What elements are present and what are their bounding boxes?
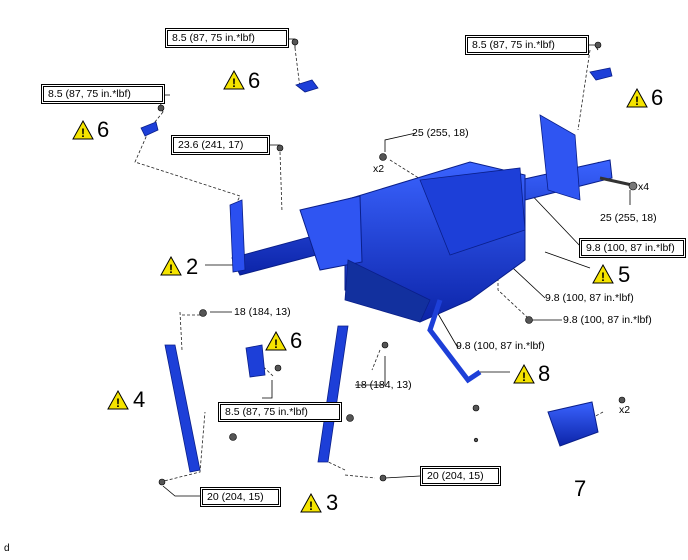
quantity-label: x2	[619, 404, 631, 416]
brackets	[140, 67, 613, 378]
callout-number: 8	[538, 361, 551, 386]
warning-triangle-icon: !	[107, 390, 129, 410]
warning-triangle-icon: !	[513, 364, 535, 384]
torque-spec-text: 18 (184, 13)	[355, 379, 412, 391]
torque-spec-label: 20 (204, 15)	[420, 466, 501, 486]
callout-number: 6	[97, 117, 110, 142]
callout-number: 4	[133, 387, 146, 412]
torque-spec-label: 23.6 (241, 17)	[171, 135, 270, 155]
warning-triangle-icon: !	[300, 493, 322, 513]
control-module	[547, 401, 599, 447]
quantity-label: x2	[373, 163, 385, 175]
warning-triangle-icon: !	[626, 88, 648, 108]
svg-text:!: !	[116, 396, 120, 410]
quantity-label: x4	[638, 181, 650, 193]
warning-triangle-icon: !	[72, 120, 94, 140]
svg-text:!: !	[601, 270, 605, 284]
callout-number: 3	[326, 490, 339, 515]
fasteners	[157, 38, 626, 486]
torque-spec-text: 9.8 (100, 87 in.*lbf)	[456, 340, 545, 352]
callout-number: 7	[574, 476, 587, 501]
torque-spec-label: 8.5 (87, 75 in.*lbf)	[165, 28, 289, 48]
svg-text:!: !	[635, 94, 639, 108]
torque-spec-label: 8.5 (87, 75 in.*lbf)	[465, 35, 589, 55]
svg-text:!: !	[81, 126, 85, 140]
svg-text:!: !	[232, 76, 236, 90]
torque-spec-text: 25 (255, 18)	[600, 212, 657, 224]
leader-lines	[134, 47, 611, 483]
torque-spec-text: 9.8 (100, 87 in.*lbf)	[563, 314, 652, 326]
footnote: d	[4, 543, 10, 554]
braces	[164, 325, 349, 473]
warning-triangle-icon: !	[592, 264, 614, 284]
callout-number: 2	[186, 254, 199, 279]
warning-triangle-icon: !	[160, 256, 182, 276]
svg-text:!: !	[522, 370, 526, 384]
torque-spec-text: 18 (184, 13)	[234, 306, 291, 318]
callout-number: 6	[651, 85, 664, 110]
torque-spec-label: 20 (204, 15)	[200, 487, 281, 507]
warning-triangle-icon: !	[223, 70, 245, 90]
callout-number: 5	[618, 262, 631, 287]
torque-spec-text: 9.8 (100, 87 in.*lbf)	[545, 292, 634, 304]
warning-triangle-icon: !	[265, 331, 287, 351]
svg-text:!: !	[169, 262, 173, 276]
callout-number: 6	[248, 68, 261, 93]
torque-spec-label: 9.8 (100, 87 in.*lbf)	[579, 238, 686, 258]
torque-spec-label: 8.5 (87, 75 in.*lbf)	[41, 84, 165, 104]
torque-spec-label: 8.5 (87, 75 in.*lbf)	[218, 402, 342, 422]
svg-text:!: !	[309, 499, 313, 513]
torque-spec-text: 25 (255, 18)	[412, 127, 469, 139]
svg-text:!: !	[274, 337, 278, 351]
instrument-panel-reinforcement	[229, 114, 638, 384]
callout-number: 6	[290, 328, 303, 353]
